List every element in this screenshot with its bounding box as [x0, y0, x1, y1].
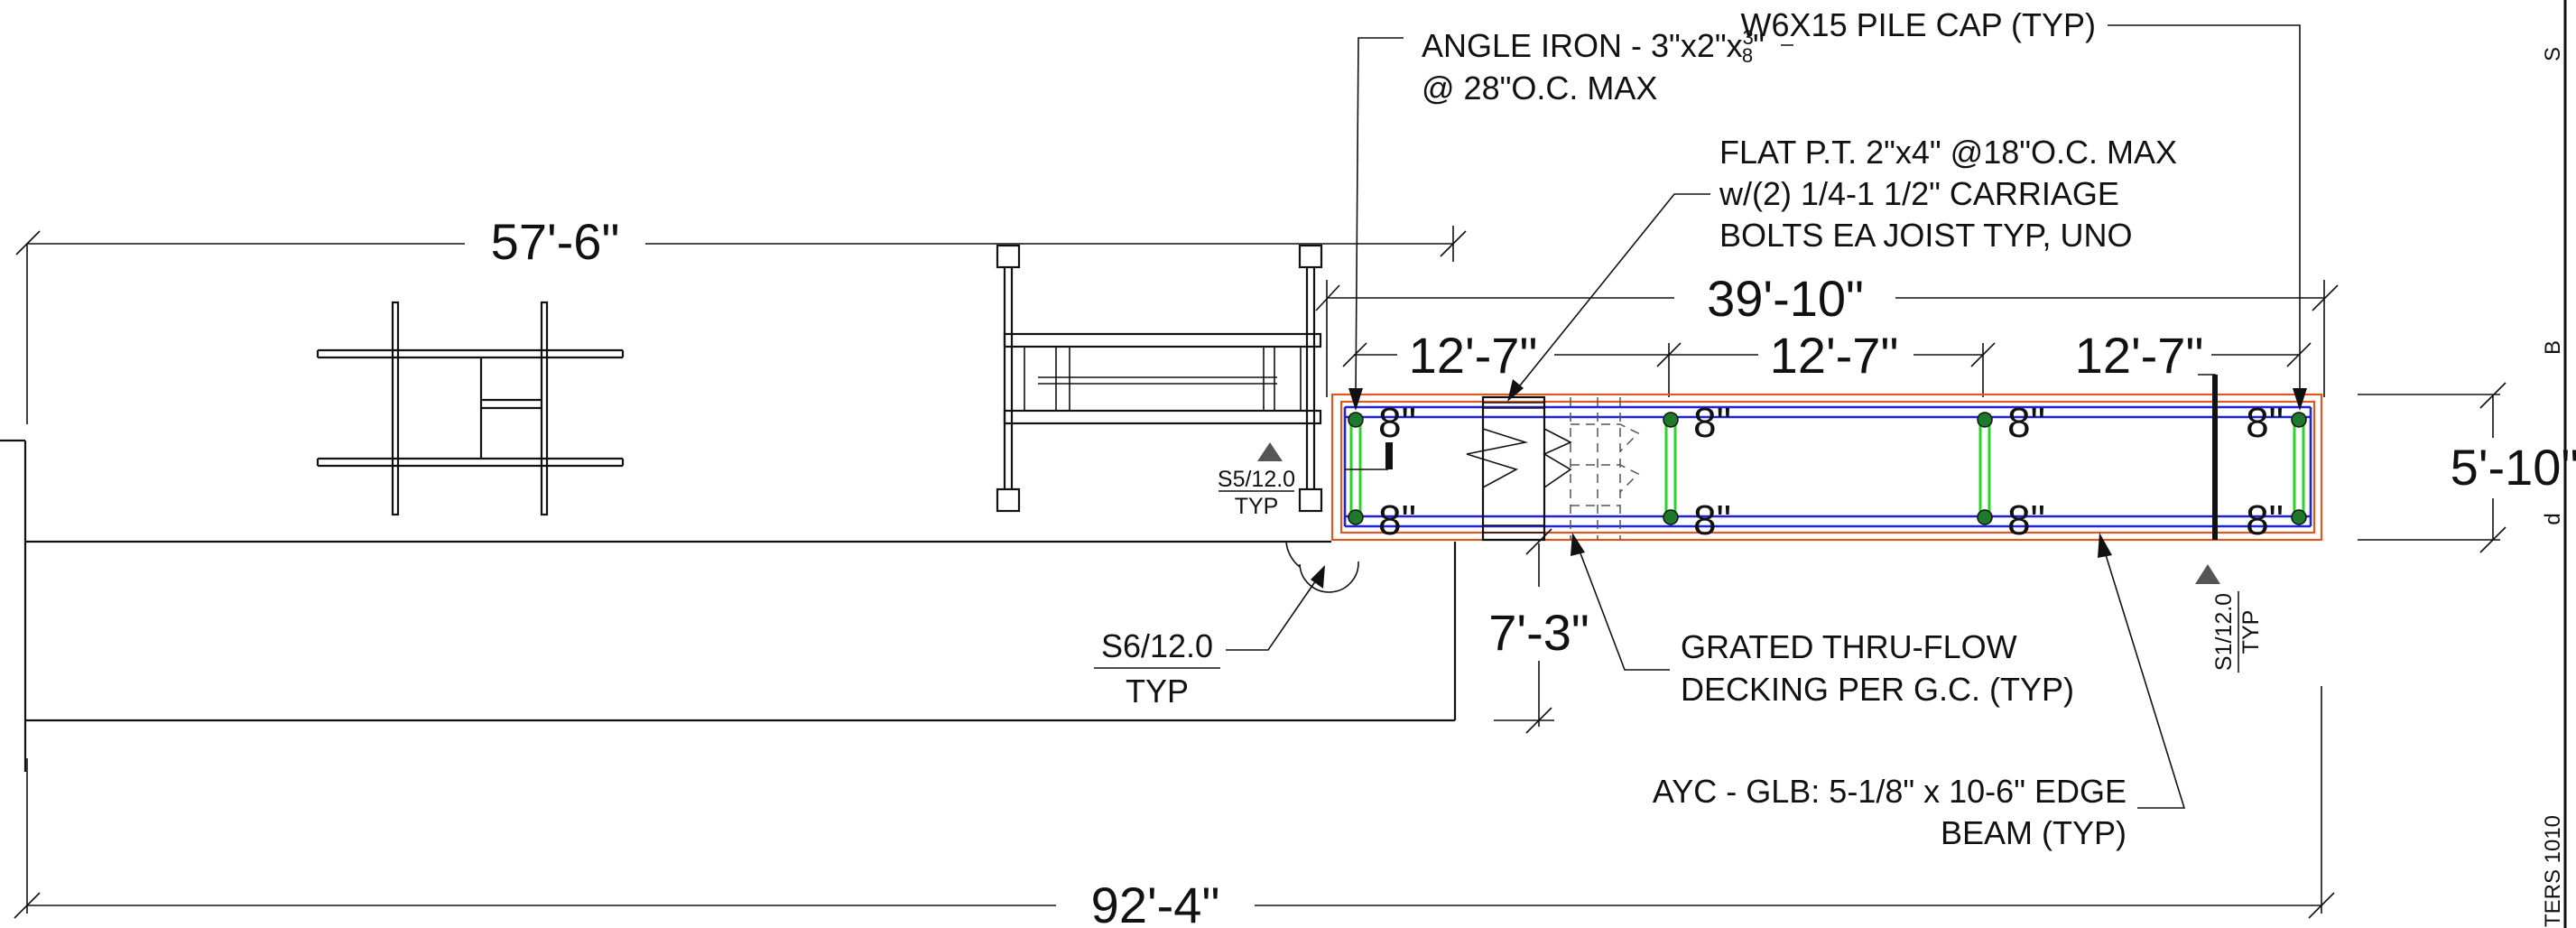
- note-pile-cap: W6X15 PILE CAP (TYP): [1741, 6, 2307, 411]
- note-grated-line1: GRATED THRU-FLOW: [1681, 628, 2017, 665]
- pile-mark: 8": [1378, 399, 1416, 446]
- note-joists-line2: w/(2) 1/4-1 1/2" CARRIAGE: [1719, 175, 2119, 212]
- pile: [1977, 412, 1993, 428]
- piles: [1348, 412, 2307, 525]
- dim-platform-width: 5'-10": [2358, 382, 2576, 553]
- sheet-border: S B d TERS 1010: [2541, 0, 2567, 928]
- note-joists-line3: BOLTS EA JOIST TYP, UNO: [1719, 217, 2133, 254]
- pile: [1663, 509, 1679, 525]
- platform-plan: 8" 8" 8" 8" 8" 8" 8" 8": [1218, 374, 2323, 673]
- edge-text-mid1: B: [2541, 340, 2565, 355]
- note-joists-line1: FLAT P.T. 2"x4" @18"O.C. MAX: [1719, 134, 2177, 171]
- dim-overall: 92'-4": [14, 686, 2335, 928]
- note-grated-decking: GRATED THRU-FLOW DECKING PER G.C. (TYP): [1571, 533, 2074, 708]
- pile-mark: 8": [1378, 496, 1416, 543]
- pile-mark: 8": [2246, 399, 2284, 446]
- dim-label-39-10: 39'-10": [1707, 270, 1864, 327]
- edge-text-mid2: d: [2541, 513, 2565, 524]
- section-ref-s5: S5/12.0: [1218, 467, 1295, 492]
- section-ref-s6: S6/12.0: [1101, 627, 1213, 664]
- pile: [2291, 509, 2307, 525]
- note-pile-cap-text: W6X15 PILE CAP (TYP): [1741, 6, 2096, 43]
- pile-size-marks: 8" 8" 8" 8" 8" 8" 8" 8": [1378, 399, 2284, 543]
- pile: [1663, 412, 1679, 428]
- section-tag-s5: S5/12.0 TYP: [1218, 442, 1393, 519]
- pile: [2291, 412, 2307, 428]
- section-ref-s1: S1/12.0: [2211, 593, 2237, 671]
- bench-symbol: [316, 301, 625, 516]
- pile-mark: 8": [2246, 496, 2284, 543]
- section-typ-s1: TYP: [2238, 610, 2264, 654]
- dim-bays: 12'-7" 12'-7" 12'-7": [1342, 327, 2312, 397]
- dim-label-57-6: 57'-6": [491, 213, 620, 270]
- dim-label-5-10: 5'-10": [2451, 439, 2576, 496]
- pile-mark: 8": [1693, 399, 1731, 446]
- pile-mark: 8": [2007, 496, 2045, 543]
- pile: [1977, 509, 1993, 525]
- edge-text-top: S: [2541, 47, 2565, 61]
- edge-text-bottom: TERS 1010: [2541, 815, 2565, 927]
- dim-label-7-3: 7'-3": [1488, 604, 1589, 661]
- pile: [1348, 412, 1364, 428]
- picnic-table-symbol: [996, 244, 1323, 513]
- left-walkway: [0, 439, 1457, 772]
- edge-beam-outline: [1330, 393, 2323, 542]
- note-joists: FLAT P.T. 2"x4" @18"O.C. MAX w/(2) 1/4-1…: [1507, 134, 2177, 402]
- note-grated-line2: DECKING PER G.C. (TYP): [1681, 671, 2074, 708]
- dim-left-section: 57'-6": [15, 213, 1467, 424]
- pile: [1348, 509, 1364, 525]
- note-beam-line2: BEAM (TYP): [1941, 814, 2127, 851]
- section-typ-s5: TYP: [1235, 494, 1279, 519]
- section-tag-s6: S6/12.0 TYP: [1094, 541, 1359, 710]
- dim-label-bay-3: 12'-7": [2075, 327, 2204, 384]
- dim-platform-length: 39'-10": [1315, 270, 2339, 397]
- pile-caps: [1349, 413, 2305, 520]
- note-beam-line1: AYC - GLB: 5-1/8" x 10-6" EDGE: [1653, 773, 2127, 810]
- note-edge-beam: AYC - GLB: 5-1/8" x 10-6" EDGE BEAM (TYP…: [1653, 533, 2186, 851]
- dim-label-bay-2: 12'-7": [1770, 327, 1899, 384]
- section-typ-s6: TYP: [1126, 673, 1189, 710]
- grated-decking-detail: [1466, 395, 1640, 542]
- section-tag-s1: S1/12.0 TYP: [2195, 374, 2264, 673]
- pile-mark: 8": [1693, 496, 1731, 543]
- dim-offset: 7'-3": [1488, 528, 1589, 734]
- dim-label-92-4: 92'-4": [1091, 877, 1220, 928]
- dim-label-bay-1: 12'-7": [1409, 327, 1538, 384]
- pile-mark: 8": [2007, 399, 2045, 446]
- note-angle-iron-line2: @ 28"O.C. MAX: [1422, 70, 1657, 107]
